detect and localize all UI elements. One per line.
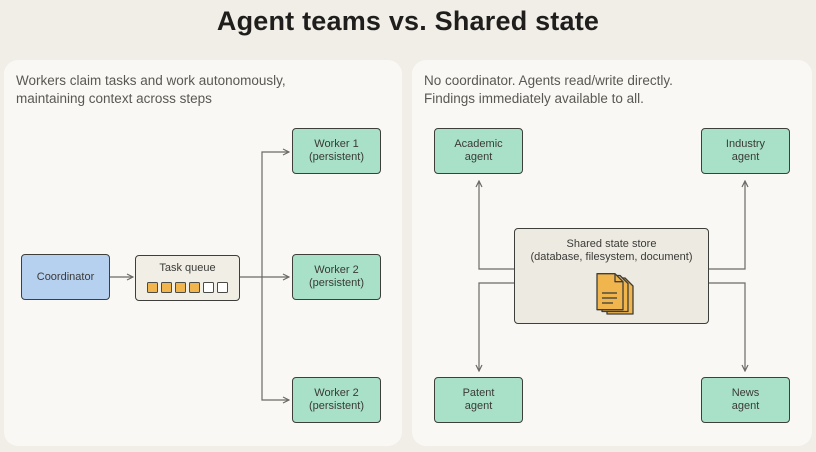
store-to-industry-arrow: [709, 181, 745, 270]
industry-agent-node: Industry agent: [701, 128, 790, 174]
agent-sublabel: agent: [731, 151, 760, 163]
store-to-patent-arrow: [479, 282, 514, 371]
agent-teams-caption: Workers claim tasks and work autonomousl…: [16, 72, 392, 108]
coordinator-node: Coordinator: [21, 254, 110, 300]
store-label: Shared state store: [566, 238, 657, 250]
shared-state-store-node: Shared state store (database, filesystem…: [514, 228, 709, 324]
caption-line: No coordinator. Agents read/write direct…: [424, 73, 673, 88]
academic-agent-node: Academic agent: [434, 128, 523, 174]
worker-2-node: Worker 2 (persistent): [292, 254, 381, 300]
agent-sublabel: agent: [464, 400, 493, 412]
store-to-academic-arrow: [479, 181, 514, 270]
agent-label: Academic: [454, 138, 503, 150]
worker-label: Worker 1: [314, 138, 359, 150]
patent-agent-node: Patent agent: [434, 377, 523, 423]
worker-sublabel: (persistent): [308, 151, 365, 163]
worker-label: Worker 2: [314, 264, 359, 276]
worker-1-node: Worker 1 (persistent): [292, 128, 381, 174]
agent-sublabel: agent: [464, 151, 493, 163]
worker-sublabel: (persistent): [308, 277, 365, 289]
page-title: Agent teams vs. Shared state: [216, 6, 600, 36]
store-to-news-arrow: [709, 282, 745, 371]
shared-state-caption: No coordinator. Agents read/write direct…: [424, 72, 802, 108]
queue-to-worker-1-arrow: [261, 152, 289, 277]
coordinator-label: Coordinator: [36, 270, 95, 283]
agent-label: News: [731, 387, 760, 399]
documents-icon: [595, 273, 634, 315]
task-slot-filled: [147, 282, 158, 293]
task-queue-node: Task queue: [135, 255, 240, 301]
task-slot-filled: [189, 282, 200, 293]
task-queue-slots: [147, 282, 228, 293]
caption-line: maintaining context across steps: [16, 91, 212, 106]
worker-label: Worker 2: [314, 387, 359, 399]
agent-label: Patent: [462, 387, 495, 399]
caption-line: Workers claim tasks and work autonomousl…: [16, 73, 286, 88]
task-slot-filled: [161, 282, 172, 293]
queue-to-worker-3-arrow: [261, 277, 289, 400]
news-agent-node: News agent: [701, 377, 790, 423]
task-slot-empty: [203, 282, 214, 293]
store-sublabel: (database, filesystem, document): [530, 251, 693, 263]
agent-label: Industry: [725, 138, 766, 150]
task-slot-empty: [217, 282, 228, 293]
worker-sublabel: (persistent): [308, 400, 365, 412]
task-queue-label: Task queue: [159, 262, 216, 274]
task-slot-filled: [175, 282, 186, 293]
worker-3-node: Worker 2 (persistent): [292, 377, 381, 423]
caption-line: Findings immediately available to all.: [424, 91, 644, 106]
agent-sublabel: agent: [731, 400, 760, 412]
